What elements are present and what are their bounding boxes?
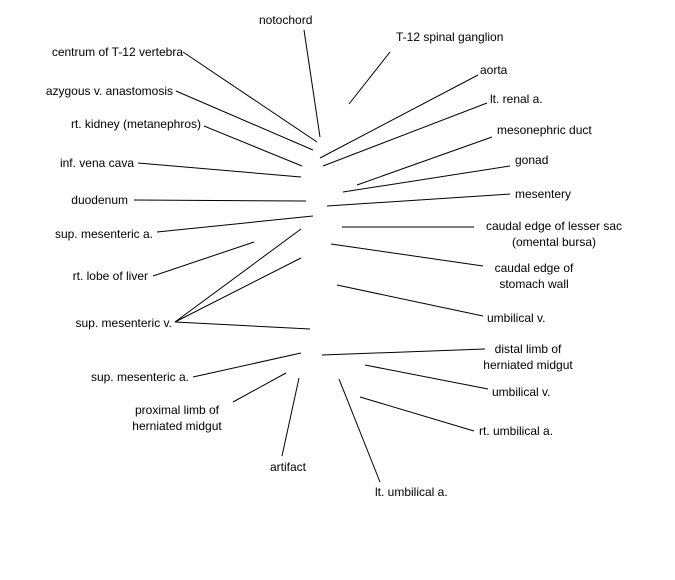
leader-lt-umbilical-a [338, 378, 381, 483]
leader-mesonephric-duct [356, 136, 493, 186]
leader-aorta [319, 74, 479, 159]
label-distal-limb-herniated-midgut: distal limb of herniated midgut [483, 341, 572, 373]
leader-rt-kidney [203, 125, 303, 167]
leader-distal-limb [321, 348, 486, 356]
label-stomach-wall-line2: stomach wall [499, 277, 569, 291]
label-distal-limb-line2: herniated midgut [483, 358, 573, 372]
leader-gonad [342, 165, 511, 193]
label-mesonephric-duct: mesonephric duct [497, 123, 592, 137]
label-duodenum: duodenum [71, 193, 128, 207]
label-proximal-limb-herniated-midgut: proximal limb of herniated midgut [132, 402, 221, 434]
label-distal-limb-line1: distal limb of [494, 342, 562, 356]
label-proximal-limb-line2: herniated midgut [132, 419, 222, 433]
label-caudal-edge-lesser-sac: caudal edge of lesser sac (omental bursa… [486, 218, 622, 250]
label-azygous-anastomosis: azygous v. anastomosis [45, 84, 173, 98]
label-rt-umbilical-a: rt. umbilical a. [479, 424, 554, 438]
label-rt-kidney: rt. kidney (metanephros) [70, 117, 201, 131]
leader-inf-vena-cava [137, 162, 302, 178]
label-umbilical-v-upper: umbilical v. [487, 311, 546, 325]
label-inf-vena-cava: inf. vena cava [59, 156, 134, 170]
label-sup-mesenteric-a-upper: sup. mesenteric a. [54, 227, 153, 241]
label-centrum-t12-vertebra: centrum of T-12 vertebra [51, 45, 183, 59]
label-notochord: notochord [259, 13, 313, 27]
label-mesentery: mesentery [515, 187, 572, 201]
label-artifact: artifact [270, 460, 307, 474]
label-caudal-edge-stomach-wall: caudal edge of stomach wall [495, 260, 574, 292]
label-t12-spinal-ganglion: T-12 spinal ganglion [396, 30, 504, 44]
leader-t12-spinal-ganglion [348, 51, 391, 105]
leader-stomach-wall [330, 243, 484, 267]
leader-mesentery [326, 193, 511, 207]
leader-azygous-anastomosis [175, 90, 314, 151]
label-rt-lobe-of-liver: rt. lobe of liver [72, 269, 148, 283]
label-umbilical-v-lower: umbilical v. [492, 385, 551, 399]
label-aorta: aorta [480, 63, 508, 77]
leader-sup-mesenteric-v-1 [174, 228, 302, 323]
label-stomach-wall-line1: caudal edge of [494, 261, 574, 275]
label-lesser-sac-line2: (omental bursa) [511, 235, 597, 249]
label-proximal-limb-line1: proximal limb of [134, 403, 220, 417]
leader-lt-renal-a [322, 102, 488, 167]
label-sup-mesenteric-v: sup. mesenteric v. [75, 316, 172, 330]
leader-umbilical-v-lower [364, 364, 489, 390]
leader-duodenum [133, 199, 307, 202]
leader-proximal-limb [232, 372, 287, 403]
leader-notochord [303, 29, 321, 138]
leader-rt-lobe-liver [152, 241, 255, 277]
leader-sup-mesenteric-v-3 [174, 321, 311, 330]
leader-sup-mesenteric-v-2 [174, 257, 302, 323]
leader-umbilical-v-upper [336, 284, 484, 317]
label-sup-mesenteric-a-lower: sup. mesenteric a. [90, 370, 189, 384]
leader-artifact [281, 377, 300, 457]
leader-sup-mesenteric-a-upper [156, 215, 314, 233]
label-lt-renal-a: lt. renal a. [490, 92, 543, 106]
label-lt-umbilical-a: lt. umbilical a. [375, 485, 448, 499]
leader-centrum-t12 [182, 51, 318, 143]
leader-rt-umbilical-a [359, 396, 475, 432]
label-gonad: gonad [515, 153, 549, 167]
label-lesser-sac-line1: caudal edge of lesser sac [485, 219, 623, 233]
leader-sup-mesenteric-a-lower [192, 352, 302, 378]
